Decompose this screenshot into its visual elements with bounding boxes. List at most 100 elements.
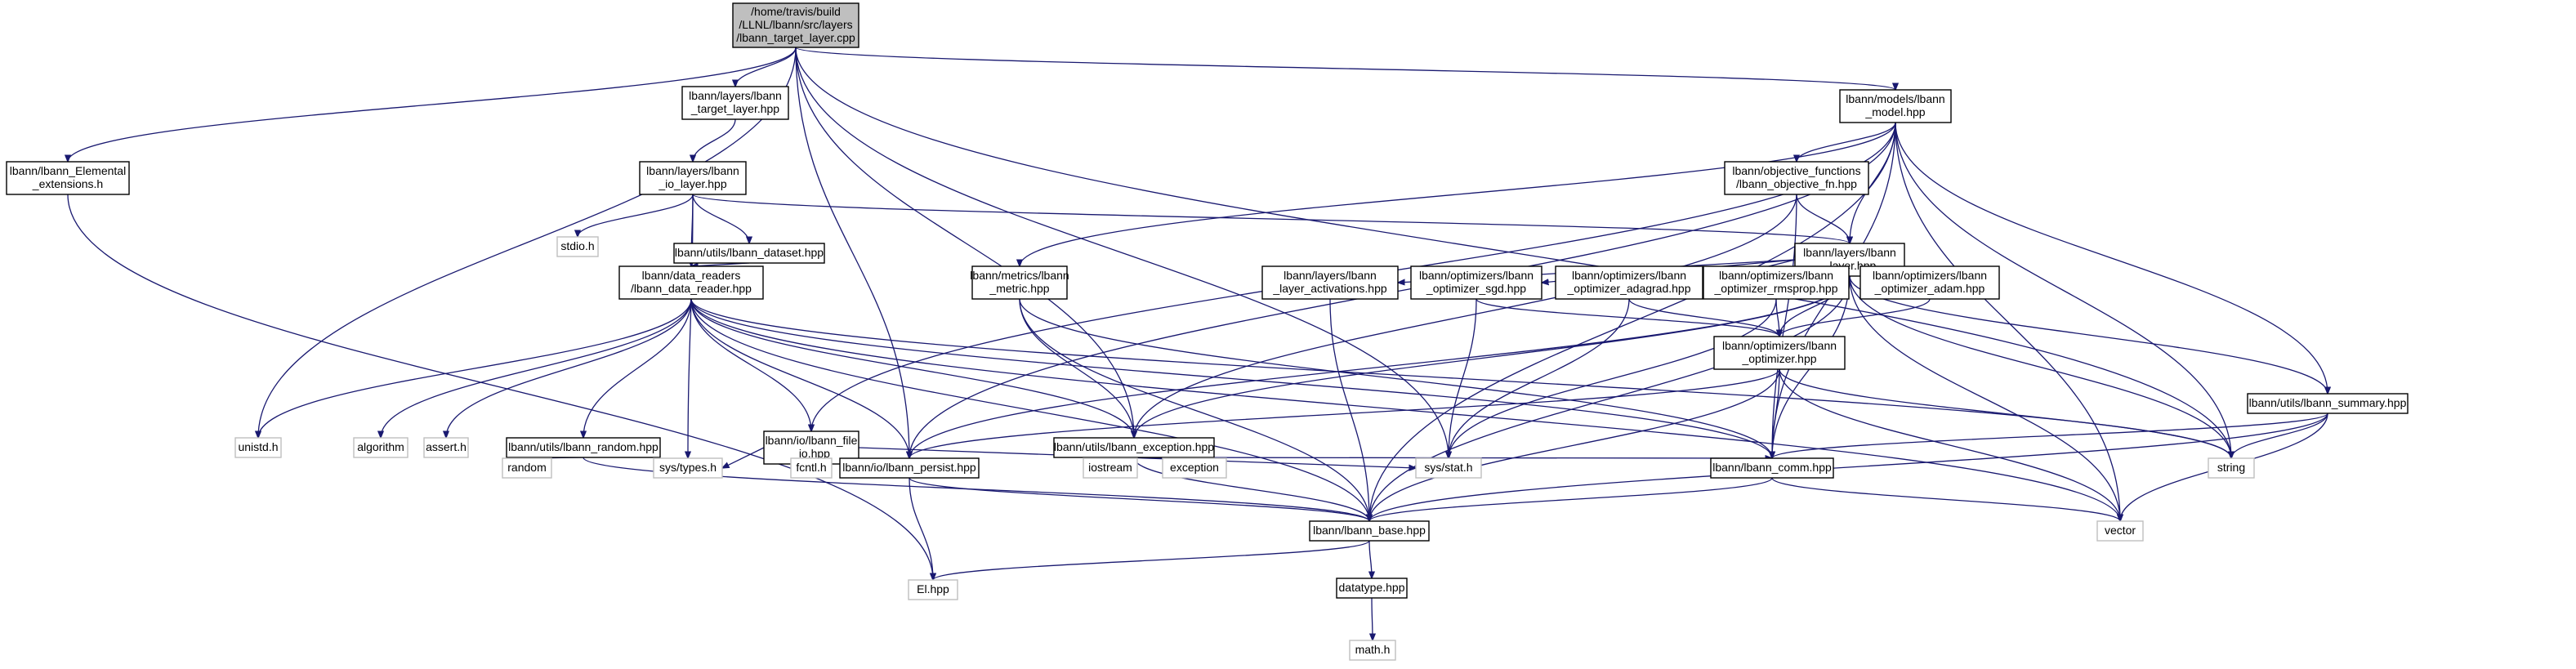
node-model[interactable]: lbann/models/lbann_model.hpp: [1839, 89, 1952, 123]
node-algorithm: algorithm: [353, 437, 408, 458]
node-box-exception_std: [1162, 457, 1227, 479]
node-comm[interactable]: lbann/lbann_comm.hpp: [1710, 457, 1834, 479]
node-label-objective-line-1: /lbann_objective_fn.hpp: [1736, 177, 1857, 190]
node-box-base: [1309, 520, 1430, 542]
node-layer: /home/travis/build/LLNL/lbann/src/layers…: [6, 2, 2409, 661]
edge-comm-to-base: [1369, 477, 1773, 522]
edge-layer-to-vector: [1849, 275, 2120, 521]
node-box-target_layer: [681, 86, 789, 120]
node-base[interactable]: lbann/lbann_base.hpp: [1309, 520, 1430, 542]
node-label-algorithm-line-0: algorithm: [357, 440, 404, 453]
node-datatype[interactable]: datatype.hpp: [1336, 578, 1408, 599]
node-box-sgd: [1410, 265, 1542, 300]
node-label-io_layer-line-0: lbann/layers/lbann: [646, 164, 739, 177]
node-label-sgd-line-0: lbann/optimizers/lbann: [1419, 269, 1534, 282]
node-exception_std: exception: [1162, 457, 1227, 479]
edge-metric-to-exception: [1019, 298, 1134, 438]
node-elemental[interactable]: lbann/lbann_Elemental_extensions.h: [6, 161, 130, 195]
node-label-assert-line-0: assert.h: [426, 440, 467, 453]
edge-persist-to-base: [909, 477, 1369, 522]
node-label-model-line-1: _model.hpp: [1864, 105, 1925, 118]
node-label-metric-line-0: lbann/metrics/lbann: [970, 269, 1069, 282]
edge-root-to-string: [795, 47, 2231, 458]
node-io_layer[interactable]: lbann/layers/lbann_io_layer.hpp: [639, 161, 747, 195]
node-activations[interactable]: lbann/layers/lbann_layer_activations.hpp: [1261, 265, 1399, 300]
edge-optimizer-to-vector: [1779, 368, 2120, 521]
node-optimizer[interactable]: lbann/optimizers/lbann_optimizer.hpp: [1713, 336, 1846, 370]
node-label-rmsprop-line-1: _optimizer_rmsprop.hpp: [1714, 282, 1838, 295]
node-sgd[interactable]: lbann/optimizers/lbann_optimizer_sgd.hpp: [1410, 265, 1542, 300]
node-label-model-line-0: lbann/models/lbann: [1846, 92, 1944, 105]
edge-optimizer-to-comm: [1772, 368, 1780, 458]
node-label-exception-line-0: lbann/utils/lbann_exception.hpp: [1054, 440, 1214, 453]
edge-datatype-to-math: [1372, 597, 1373, 640]
node-box-comm: [1710, 457, 1834, 479]
node-random_hpp[interactable]: lbann/utils/lbann_random.hpp: [506, 437, 661, 458]
node-dataset[interactable]: lbann/utils/lbann_dataset.hpp: [673, 243, 825, 264]
node-label-math-line-0: math.h: [1355, 643, 1391, 656]
node-summary[interactable]: lbann/utils/lbann_summary.hpp: [2247, 393, 2409, 414]
edge-persist-to-el: [909, 477, 933, 580]
node-fcntl: fcntl.h: [790, 457, 833, 479]
node-box-root: [732, 2, 859, 48]
edge-target_layer-to-io_layer: [693, 118, 736, 162]
edge-layer-to-persist: [909, 275, 1851, 458]
node-target_layer[interactable]: lbann/layers/lbann_target_layer.hpp: [681, 86, 789, 120]
node-box-assert: [423, 437, 469, 458]
node-box-stdio: [556, 236, 599, 257]
node-label-summary-line-0: lbann/utils/lbann_summary.hpp: [2249, 396, 2407, 409]
node-data_reader[interactable]: lbann/data_readers/lbann_data_reader.hpp: [618, 265, 764, 300]
node-box-sys_stat: [1415, 457, 1482, 479]
edge-data_reader-to-random_hpp: [583, 298, 692, 438]
node-metric[interactable]: lbann/metrics/lbann_metric.hpp: [970, 265, 1069, 300]
node-label-optimizer-line-0: lbann/optimizers/lbann: [1722, 339, 1837, 352]
edge-base-to-datatype: [1369, 540, 1372, 578]
node-box-dataset: [673, 243, 825, 264]
edge-summary-to-string: [2231, 413, 2328, 458]
edge-io_layer-to-dataset: [692, 194, 749, 243]
edge-data_reader-to-comm: [690, 298, 1772, 458]
node-label-layer-line-0: lbann/layers/lbann: [1803, 246, 1896, 259]
node-label-exception_std-line-0: exception: [1170, 461, 1219, 474]
edge-sgd-to-sys_stat: [1449, 298, 1477, 458]
node-label-io_layer-line-1: _io_layer.hpp: [658, 177, 727, 190]
edge-layer: [68, 47, 2328, 640]
node-persist[interactable]: lbann/io/lbann_persist.hpp: [839, 457, 980, 479]
node-box-string: [2208, 457, 2255, 479]
node-label-adam-line-0: lbann/optimizers/lbann: [1873, 269, 1987, 282]
node-label-activations-line-0: lbann/layers/lbann: [1284, 269, 1377, 282]
node-box-activations: [1261, 265, 1399, 300]
edge-io_layer-to-layer: [692, 194, 1850, 243]
edge-data_reader-to-assert: [446, 298, 692, 438]
node-exception[interactable]: lbann/utils/lbann_exception.hpp: [1053, 437, 1215, 458]
node-label-target_layer-line-1: _target_layer.hpp: [690, 102, 779, 115]
edge-data_reader-to-persist: [690, 298, 909, 458]
node-box-persist: [839, 457, 980, 479]
node-box-random_hpp: [506, 437, 661, 458]
node-root[interactable]: /home/travis/build/LLNL/lbann/src/layers…: [732, 2, 859, 48]
node-label-datatype-line-0: datatype.hpp: [1339, 581, 1405, 594]
edge-objective-to-exception: [1134, 194, 1797, 438]
edge-model-to-vector: [1895, 122, 2120, 521]
node-label-adagrad-line-0: lbann/optimizers/lbann: [1572, 269, 1686, 282]
edge-data_reader-to-algorithm: [381, 298, 692, 438]
node-rmsprop[interactable]: lbann/optimizers/lbann_optimizer_rmsprop…: [1703, 265, 1850, 300]
node-box-io_layer: [639, 161, 747, 195]
node-label-elemental-line-1: _extensions.h: [32, 177, 103, 190]
node-string: string: [2208, 457, 2255, 479]
node-el: El.hpp: [908, 579, 958, 600]
node-box-adagrad: [1555, 265, 1703, 300]
node-assert: assert.h: [423, 437, 469, 458]
node-label-objective-line-0: lbann/objective_functions: [1732, 164, 1860, 177]
node-label-stdio-line-0: stdio.h: [560, 239, 594, 252]
edge-root-to-model: [795, 47, 1895, 90]
node-adagrad[interactable]: lbann/optimizers/lbann_optimizer_adagrad…: [1555, 265, 1703, 300]
node-label-root-line-1: /LLNL/lbann/src/layers: [739, 18, 852, 31]
node-objective[interactable]: lbann/objective_functions/lbann_objectiv…: [1724, 161, 1869, 195]
node-adam[interactable]: lbann/optimizers/lbann_optimizer_adam.hp…: [1859, 265, 2000, 300]
node-label-sgd-line-1: _optimizer_sgd.hpp: [1426, 282, 1526, 295]
node-label-adam-line-1: _optimizer_adam.hpp: [1874, 282, 1985, 295]
node-sys_stat: sys/stat.h: [1415, 457, 1482, 479]
edge-metric-to-comm: [1019, 298, 1772, 458]
edge-adagrad-to-sys_stat: [1449, 298, 1630, 458]
